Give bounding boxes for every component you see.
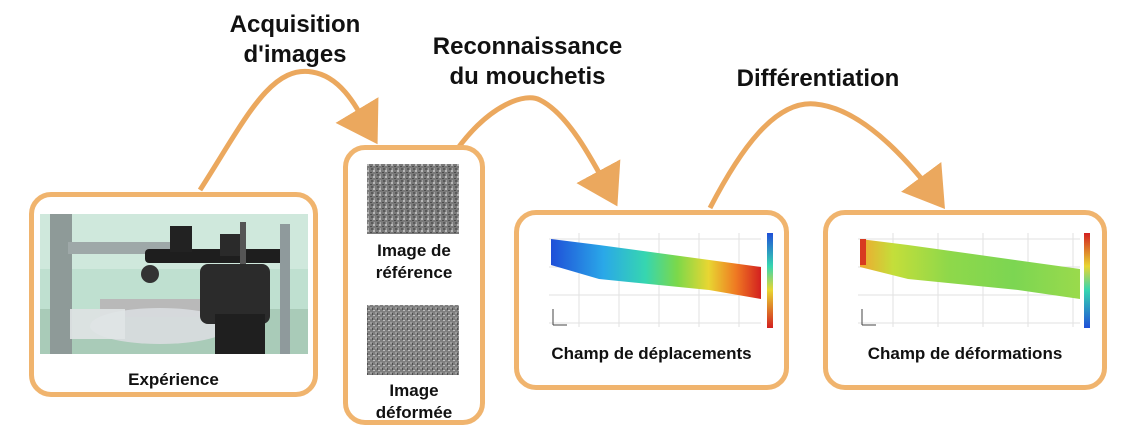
strain-field-box: Champ de déformations	[823, 210, 1107, 390]
arrow-acquisition	[197, 68, 379, 192]
strain-field-label: Champ de déformations	[867, 344, 1063, 363]
step-label-differentiation: Différentiation	[736, 65, 900, 92]
reference-speckle-image	[367, 164, 459, 234]
reference-image-label: Image de référence	[375, 241, 453, 282]
experiment-photo-image	[40, 214, 308, 354]
deformed-speckle-image	[367, 305, 459, 375]
experiment-box: Expérience	[29, 192, 318, 397]
displacement-field-label: Champ de déplacements	[551, 344, 752, 363]
strain-field-plot	[848, 227, 1098, 337]
displacement-field-plot	[539, 227, 779, 337]
deformed-image-label: Image déformée	[375, 381, 453, 422]
arrow-recognition	[455, 95, 621, 207]
experiment-photo	[40, 214, 308, 354]
step-label-recognition: Reconnaissance du mouchetis	[432, 33, 623, 90]
displacement-field-box: Champ de déplacements	[514, 210, 789, 390]
step-label-acquisition: Acquisition d'images	[229, 11, 361, 68]
experiment-label: Expérience	[128, 370, 219, 389]
arrow-differentiation	[707, 101, 945, 210]
image-pair-box: Image de référence Image déformée	[343, 145, 485, 425]
